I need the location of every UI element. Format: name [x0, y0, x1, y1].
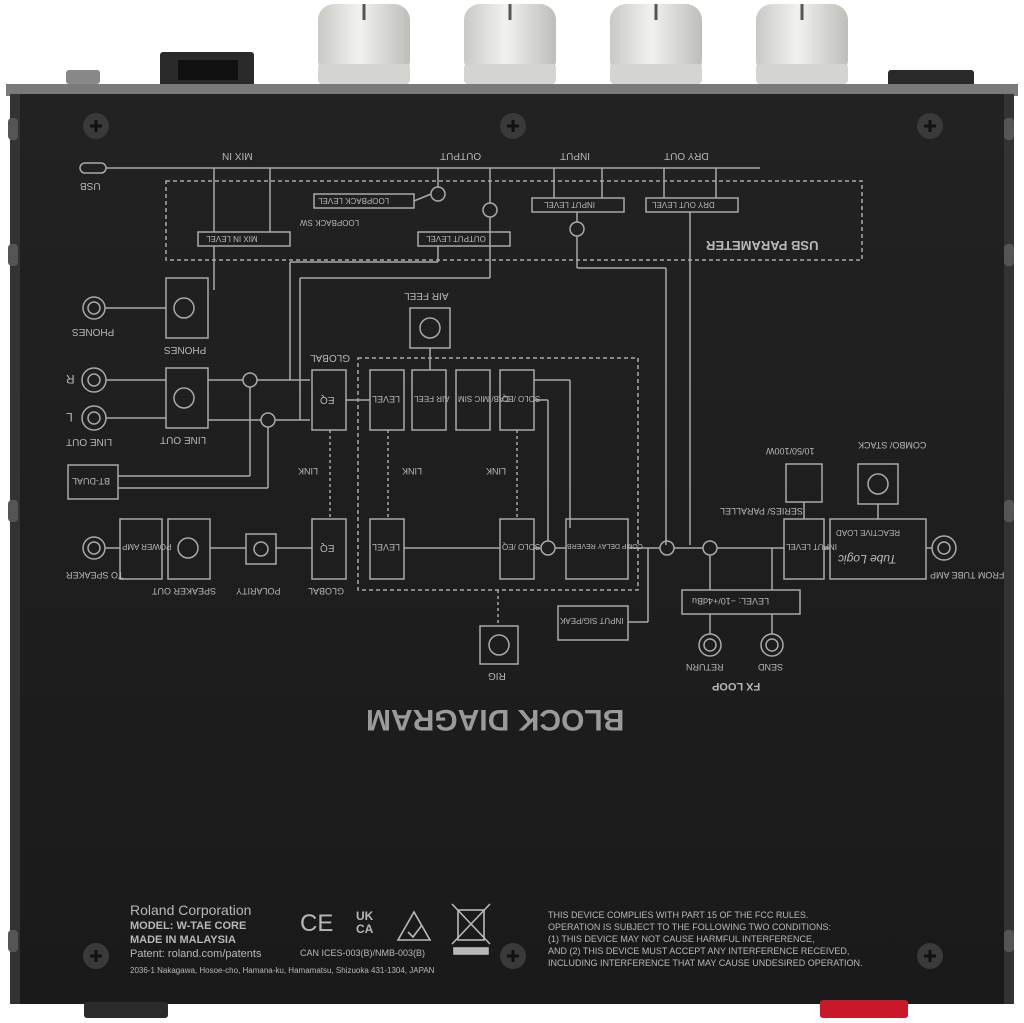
label-rig: RIG [488, 670, 506, 681]
plate-patent: Patent: roland.com/patents [130, 948, 262, 960]
label-link-3: LINK [486, 466, 507, 476]
label-bt-dual: BT-DUAL [72, 476, 111, 486]
label-loopback-level: LOOPBACK LEVEL [318, 196, 390, 205]
label-usb: USB [80, 180, 101, 191]
ukca-mark: UK CA [356, 909, 374, 936]
label-fx-level: LEVEL: −10/+4dBu [692, 596, 770, 606]
block-diagram-lines [67, 162, 957, 665]
label-polarity: POLARITY [236, 586, 281, 596]
fcc-line-3: (1) THIS DEVICE MAY NOT CAUSE HARMFUL IN… [548, 934, 815, 944]
label-dry-out-level: DRY OUT LEVEL [652, 200, 715, 209]
label-line-out-knob: LINE OUT [160, 434, 207, 445]
chassis-top-edge [6, 84, 1018, 96]
label-global-top: GLOBAL [310, 352, 351, 363]
fcc-line-1: THIS DEVICE COMPLIES WITH PART 15 OF THE… [548, 910, 809, 920]
plate-made-in: MADE IN MALAYSIA [130, 934, 236, 946]
foot-left [84, 1002, 168, 1018]
label-series-parallel: SERIES/ PARALLEL [720, 506, 803, 516]
label-link-1: LINK [298, 466, 319, 476]
label-watts: 10/50/100W [766, 446, 815, 456]
label-loopback-sw: LOOPBACK SW [300, 218, 360, 227]
ce-mark: CE [300, 910, 334, 937]
fcc-line-5: INCLUDING INTERFERENCE THAT MAY CAUSE UN… [548, 958, 863, 968]
label-output: OUTPUT [440, 150, 482, 161]
label-level-bottom: LEVEL [372, 542, 401, 552]
chassis-panel [18, 94, 1008, 1004]
knob-4[interactable] [756, 4, 848, 84]
top-left-connector [160, 52, 254, 90]
label-from-tube-amp: FROM TUBE AMP [930, 570, 1005, 580]
label-send: SEND [758, 662, 784, 672]
label-air-feel-top: AIR FEEL [404, 290, 449, 301]
label-input-level-right: INPUT LEVEL [786, 542, 837, 551]
top-knobs [66, 4, 974, 90]
label-r: R [66, 372, 75, 386]
label-solo-eq-top: SOLO /EQ [502, 394, 541, 403]
plate-model: MODEL: W-TAE CORE [130, 920, 247, 932]
chassis-side-left [10, 94, 20, 1004]
knob-1[interactable] [318, 4, 410, 84]
panel-screws [83, 113, 943, 969]
label-usb-parameter: USB PARAMETER [706, 238, 819, 253]
label-phones-knob: PHONES [164, 344, 207, 355]
label-input-level: INPUT LEVEL [544, 200, 595, 209]
fcc-line-4: AND (2) THIS DEVICE MUST ACCEPT ANY INTE… [548, 946, 850, 956]
plate-address: 2036-1 Nakagawa, Hosoe-cho, Hamana-ku, H… [130, 966, 435, 975]
top-right-connector [888, 70, 974, 88]
label-l: L [66, 410, 73, 424]
label-global-bottom: GLOBAL [308, 586, 345, 596]
foot-right [820, 1000, 908, 1018]
label-output-level: OUTPUT LEVEL [426, 234, 486, 243]
rcm-icon [396, 910, 432, 941]
label-input: INPUT [560, 150, 590, 161]
side-bumps [8, 118, 1014, 952]
label-link-2: LINK [402, 466, 423, 476]
label-return: RETURN [686, 662, 724, 672]
chassis-side-right [1004, 94, 1014, 1004]
weee-bin-icon [451, 903, 491, 955]
label-fx-loop: FX LOOP [712, 680, 761, 692]
label-input-sig-peak: INPUT SIG/PEAK [560, 616, 624, 625]
label-solo-eq-bottom: SOLO /EQ [502, 542, 541, 551]
plate-can-ices: CAN ICES-003(B)/NMB-003(B) [300, 948, 426, 958]
label-combo-stack: COMBO/ STACK [858, 440, 927, 450]
label-power-amp: POWER AMP [122, 542, 172, 551]
label-speaker-out: SPEAKER OUT [152, 586, 217, 596]
knob-2[interactable] [464, 4, 556, 84]
label-to-speaker: TO SPEAKER [66, 570, 124, 580]
knob-3[interactable] [610, 4, 702, 84]
fcc-line-2: OPERATION IS SUBJECT TO THE FOLLOWING TW… [548, 922, 832, 932]
label-phones-jack: PHONES [72, 326, 115, 337]
label-mix-in: MIX IN [222, 150, 253, 161]
plate-company: Roland Corporation [130, 902, 252, 918]
label-mix-in-level: MIX IN LEVEL [206, 234, 258, 243]
label-reactive-load: REACTIVE LOAD [836, 528, 901, 537]
label-eq-top: EQ [320, 394, 335, 405]
block-diagram-title: BLOCK DIAGRAM [366, 703, 625, 736]
label-air-feel-block: AIR FEEL [414, 394, 450, 403]
label-line-out-jack: LINE OUT [66, 436, 113, 447]
top-left-screw [66, 70, 100, 84]
label-dry-out: DRY OUT [664, 150, 709, 161]
label-comp-delay-reverb: COMP DELAY REVERB [567, 542, 643, 549]
label-level-top: LEVEL [372, 394, 401, 404]
label-eq-bottom: EQ [320, 542, 335, 553]
label-tube-logic: Tube Logic [838, 552, 897, 566]
